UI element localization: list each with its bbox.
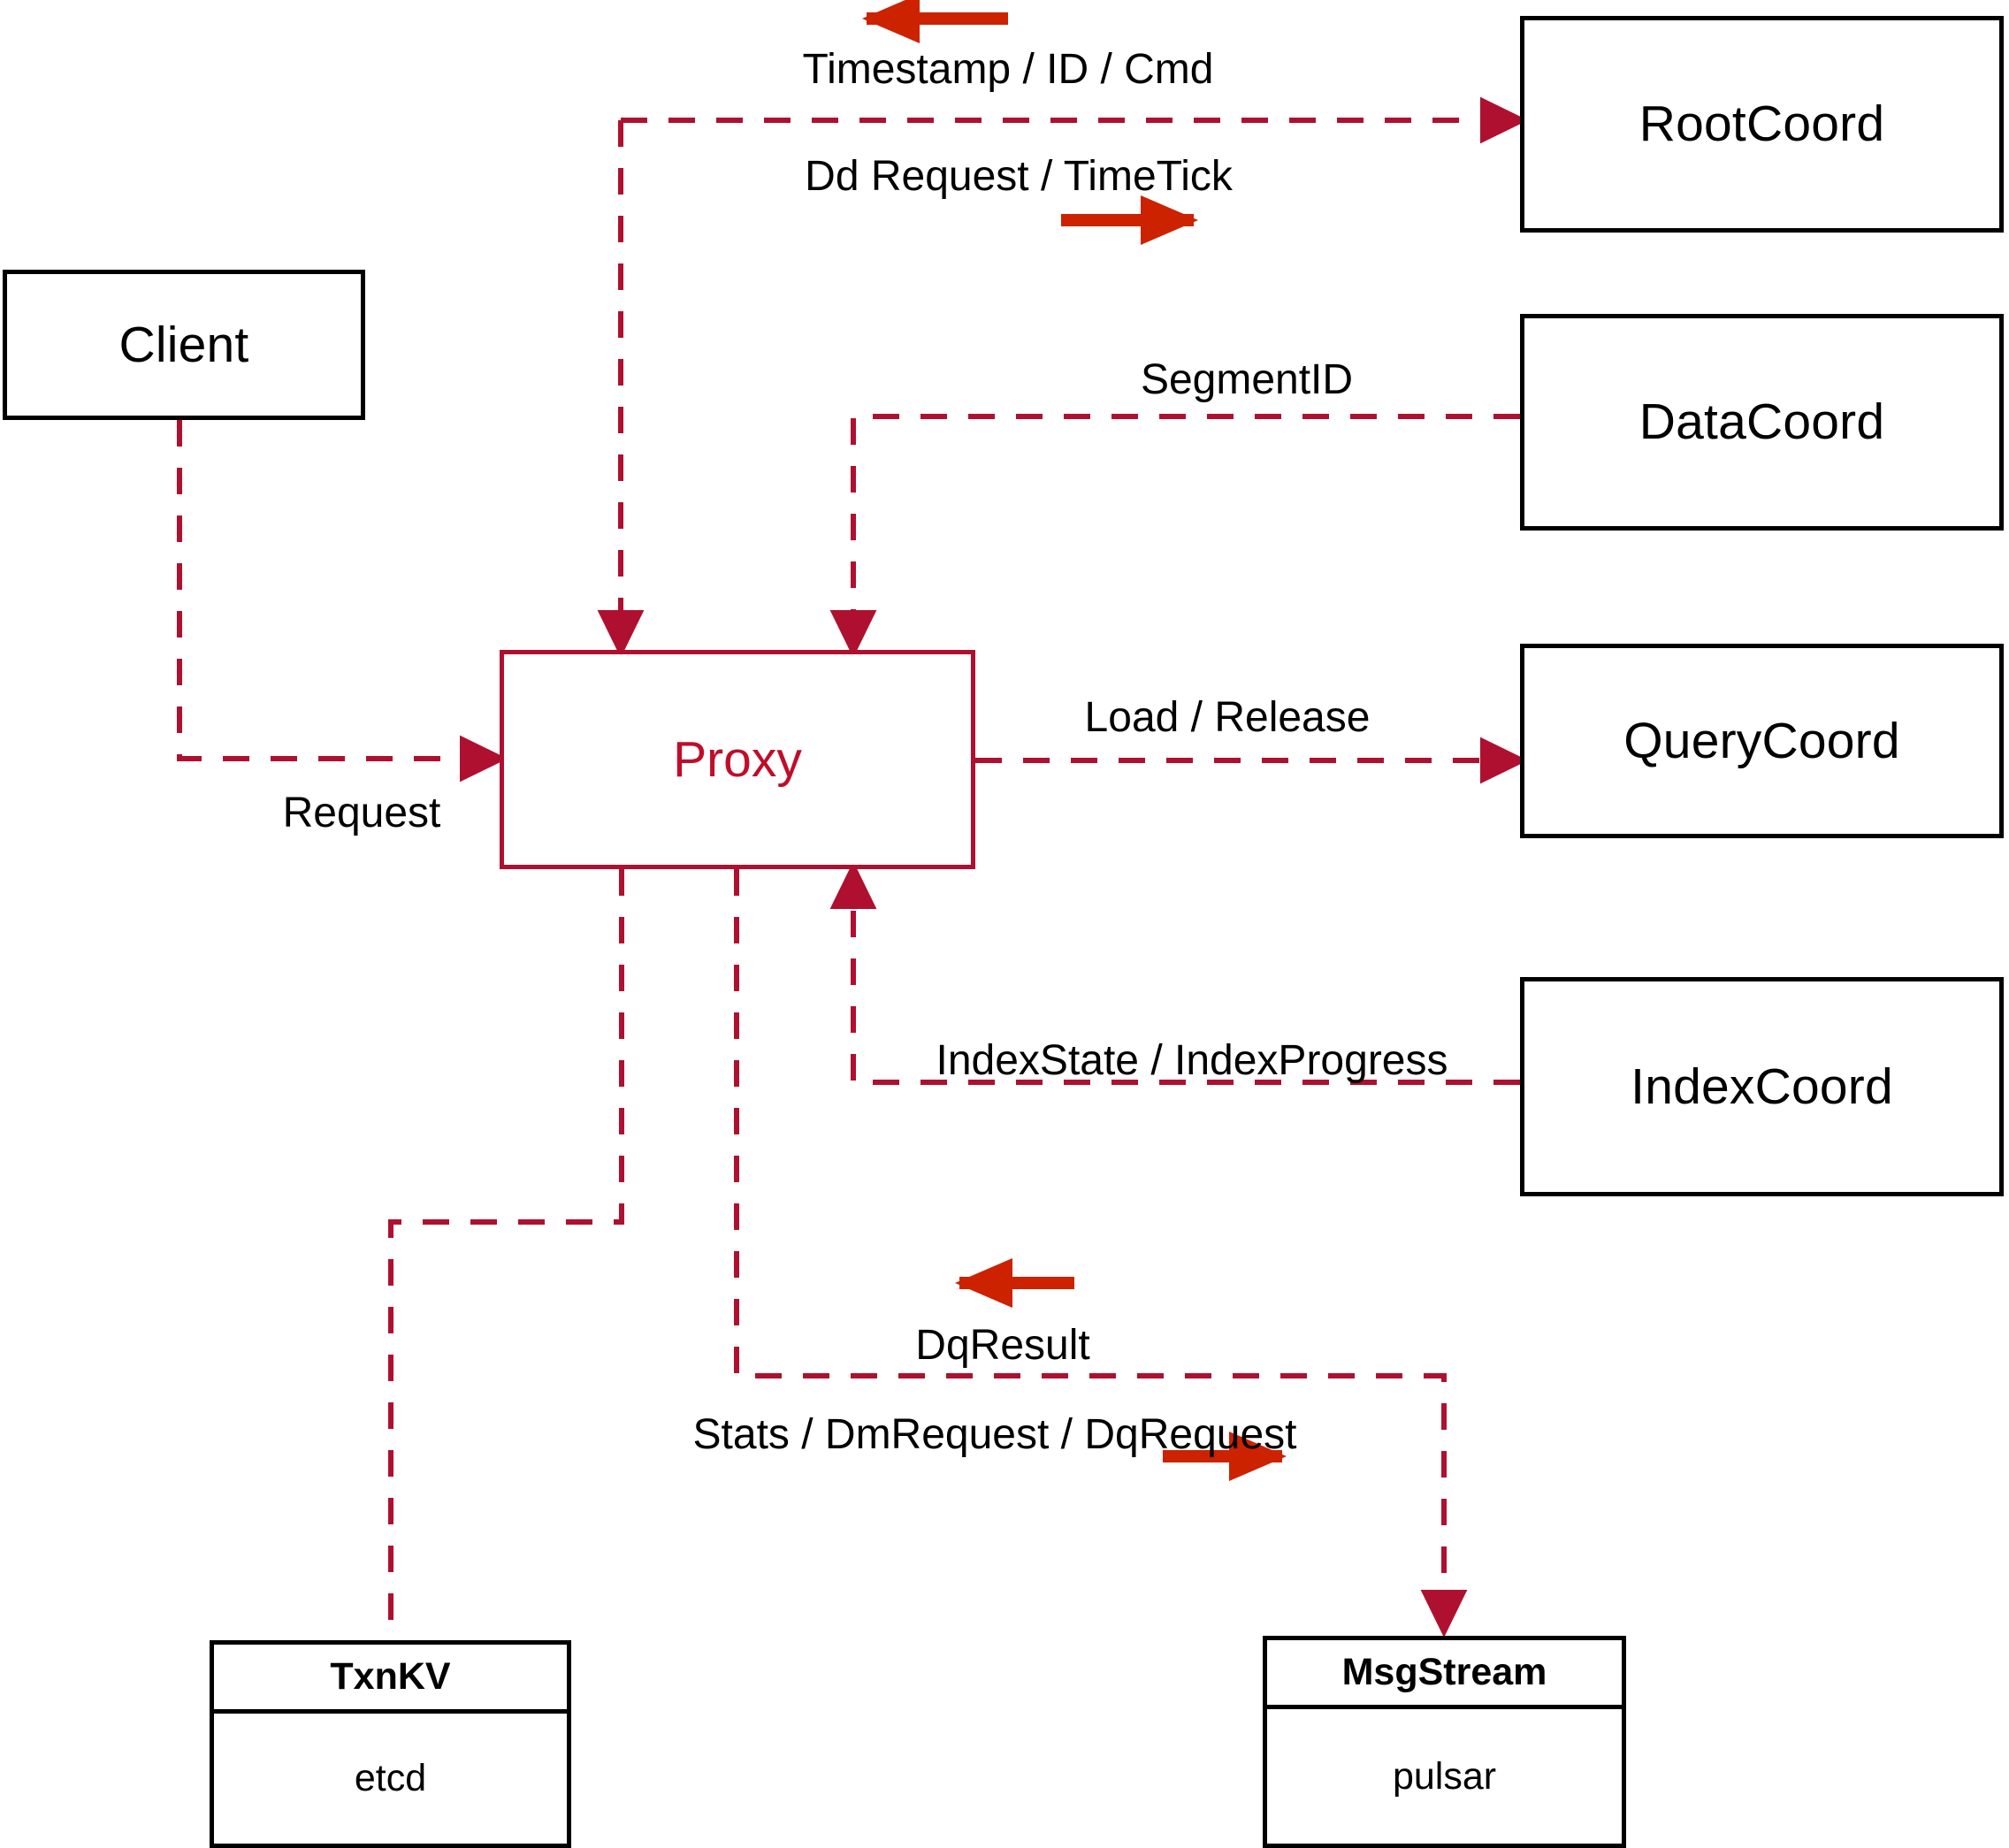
store-msgstream-title: MsgStream — [1341, 1651, 1547, 1693]
edge-client-to-proxy — [177, 420, 508, 783]
store-txnkv[interactable]: TxnKV etcd — [210, 1640, 571, 1848]
edge-label-dd-request-timetick: Dd Request / TimeTick — [805, 153, 1233, 200]
node-querycoord-label: QueryCoord — [1623, 712, 1900, 769]
edge-label-request: Request — [282, 790, 441, 836]
edge-label-load-release: Load / Release — [1084, 694, 1371, 741]
store-txnkv-title: TxnKV — [330, 1655, 451, 1698]
store-msgstream[interactable]: MsgStream pulsar — [1263, 1636, 1626, 1848]
store-txnkv-body: etcd — [214, 1714, 567, 1844]
edge-proxy-to-txnkv — [388, 869, 624, 1640]
edge-label-stats-dm-dq: Stats / DmRequest / DqRequest — [692, 1411, 1297, 1458]
store-msgstream-header: MsgStream — [1267, 1640, 1622, 1709]
node-client-label: Client — [118, 316, 249, 373]
node-rootcoord-label: RootCoord — [1639, 95, 1885, 152]
node-proxy-label: Proxy — [673, 730, 802, 788]
edge-label-index-state-progress: IndexState / IndexProgress — [936, 1037, 1448, 1084]
node-indexcoord-label: IndexCoord — [1631, 1058, 1893, 1115]
edge-label-dq-result: DqResult — [915, 1322, 1090, 1369]
node-indexcoord[interactable]: IndexCoord — [1520, 977, 2004, 1196]
edge-datacoord-to-proxy — [829, 414, 1520, 658]
direction-arrow-timestamp — [862, 0, 1008, 43]
direction-arrow-dqresult — [955, 1258, 1074, 1308]
node-datacoord[interactable]: DataCoord — [1520, 314, 2004, 531]
node-rootcoord[interactable]: RootCoord — [1520, 16, 2004, 233]
node-client[interactable]: Client — [3, 270, 365, 420]
node-proxy[interactable]: Proxy — [500, 650, 975, 869]
edge-label-timestamp-id-cmd: Timestamp / ID / Cmd — [802, 46, 1214, 93]
direction-arrow-ddrequest — [1061, 195, 1198, 245]
edge-label-segment-id: SegmentID — [1140, 356, 1354, 403]
store-msgstream-body: pulsar — [1267, 1709, 1622, 1844]
store-txnkv-impl: etcd — [354, 1757, 427, 1799]
edge-proxy-to-msgstream — [734, 869, 1468, 1638]
node-datacoord-label: DataCoord — [1639, 393, 1885, 450]
direction-arrow-stats — [1163, 1432, 1287, 1481]
node-querycoord[interactable]: QueryCoord — [1520, 644, 2004, 838]
store-txnkv-header: TxnKV — [214, 1645, 567, 1714]
store-msgstream-impl: pulsar — [1392, 1754, 1497, 1798]
